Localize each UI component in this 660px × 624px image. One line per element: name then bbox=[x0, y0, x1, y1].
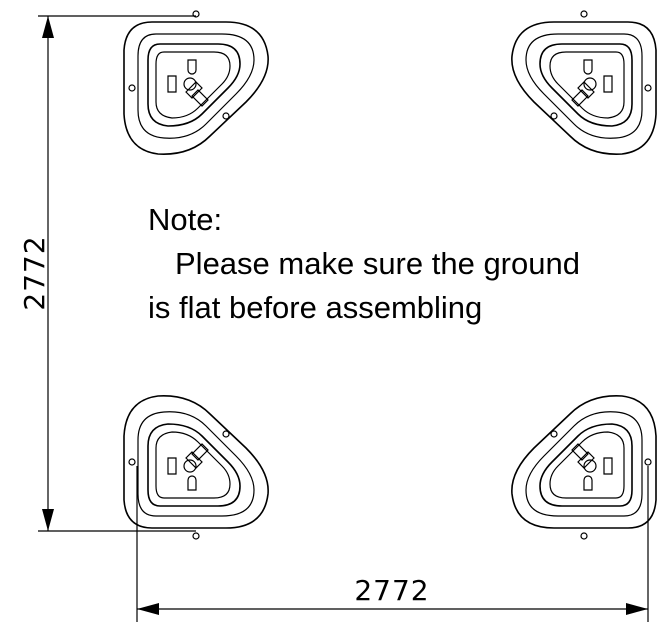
foot-bottom-left bbox=[123, 395, 269, 540]
note-line-1: Please make sure the ground bbox=[175, 246, 580, 281]
foot-top-left bbox=[123, 10, 269, 155]
horizontal-dimension-label: 2772 bbox=[354, 574, 429, 607]
vertical-dimension-label: 2772 bbox=[18, 235, 51, 310]
note-heading: Note: bbox=[148, 202, 223, 237]
vertical-dimension: 2772 bbox=[18, 15, 196, 532]
note-line-2: is flat before assembling bbox=[148, 290, 483, 325]
foot-bottom-right bbox=[511, 395, 657, 540]
horizontal-dimension: 2772 bbox=[136, 466, 649, 622]
foot-top-right bbox=[511, 10, 657, 155]
